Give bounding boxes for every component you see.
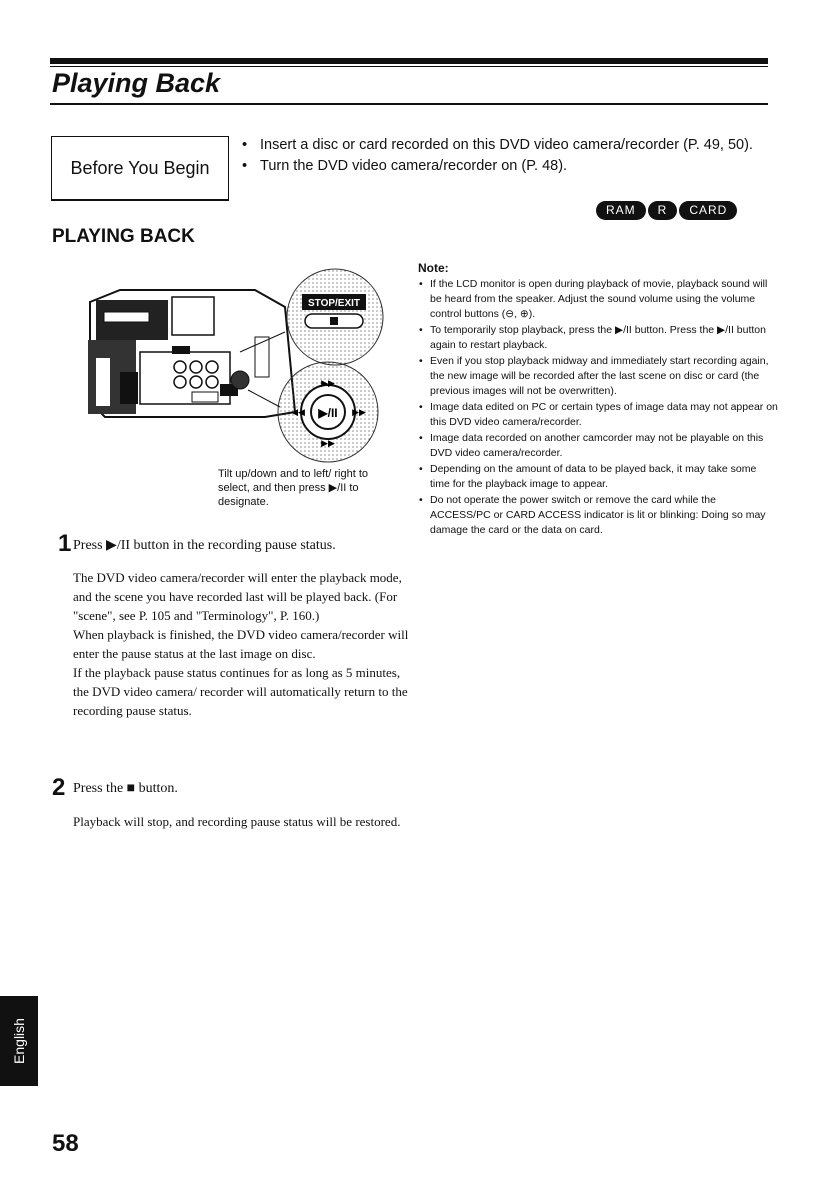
step-paragraph: The DVD video camera/recorder will enter… xyxy=(73,570,402,623)
note-list: If the LCD monitor is open during playba… xyxy=(418,277,778,539)
step-paragraph: When playback is finished, the DVD video… xyxy=(73,627,409,661)
header-rule-thin xyxy=(50,66,768,67)
before-you-begin-label: Before You Begin xyxy=(70,157,210,178)
step-instruction: Press ▶/II button in the recording pause… xyxy=(73,538,336,553)
step-description: The DVD video camera/recorder will enter… xyxy=(73,568,413,720)
section-title: PLAYING BACK xyxy=(52,226,195,247)
page-title: Playing Back xyxy=(52,68,221,98)
skip-down-icon: ▶▶ xyxy=(321,438,335,448)
stop-exit-label: STOP/EXIT xyxy=(308,298,360,309)
media-badges: RAM R CARD xyxy=(594,201,738,220)
note-item: Do not operate the power switch or remov… xyxy=(418,493,778,538)
language-tab xyxy=(0,996,38,1086)
play-pause-icon: ▶/II xyxy=(317,406,337,420)
title-underline xyxy=(50,103,768,105)
page-number: 58 xyxy=(52,1130,79,1157)
note-item: Depending on the amount of data to be pl… xyxy=(418,462,778,492)
note-item: Image data recorded on another camcorder… xyxy=(418,431,778,461)
before-you-begin-box xyxy=(51,136,229,200)
step-paragraph: Playback will stop, and recording pause … xyxy=(73,814,401,829)
note-item: To temporarily stop playback, press the … xyxy=(418,323,778,353)
media-badge-ram: RAM xyxy=(596,201,646,220)
skip-up-icon: ▶▶ xyxy=(321,378,335,388)
header-rule-thick xyxy=(50,58,768,64)
prerequisite-list: Insert a disc or card recorded on this D… xyxy=(240,136,770,178)
camcorder-illustration: STOP/EXIT ▶/II ▶▶ ▶▶ ◀◀ ▶▶ xyxy=(88,268,384,463)
before-you-begin-underline xyxy=(51,200,229,201)
note-item: If the LCD monitor is open during playba… xyxy=(418,277,778,322)
media-badge-card: CARD xyxy=(679,201,738,220)
language-label: English xyxy=(11,1018,28,1064)
fast-forward-icon: ▶▶ xyxy=(352,407,366,417)
note-heading: Note: xyxy=(418,261,449,275)
camera-body xyxy=(88,289,297,418)
note-item: Even if you stop playback midway and imm… xyxy=(418,354,778,399)
note-item: Image data edited on PC or certain types… xyxy=(418,400,778,430)
step-number: 1 xyxy=(58,530,72,557)
joystick-callout: ▶/II ▶▶ ▶▶ ◀◀ ▶▶ xyxy=(247,361,379,463)
step-number: 2 xyxy=(52,774,66,801)
prerequisite-item: Turn the DVD video camera/recorder on (P… xyxy=(240,157,770,176)
media-badge-r: R xyxy=(647,201,678,220)
step-instruction: Press the ■ button. xyxy=(73,781,178,796)
stop-exit-callout: STOP/EXIT xyxy=(239,268,384,366)
step-paragraph: If the playback pause status continues f… xyxy=(73,665,408,718)
rewind-icon: ◀◀ xyxy=(291,407,305,417)
illustration-caption: Tilt up/down and to left/ right to selec… xyxy=(218,468,369,508)
language-tab-label: English xyxy=(0,996,38,1086)
prerequisite-item: Insert a disc or card recorded on this D… xyxy=(240,136,770,155)
stop-square-icon xyxy=(330,317,338,325)
